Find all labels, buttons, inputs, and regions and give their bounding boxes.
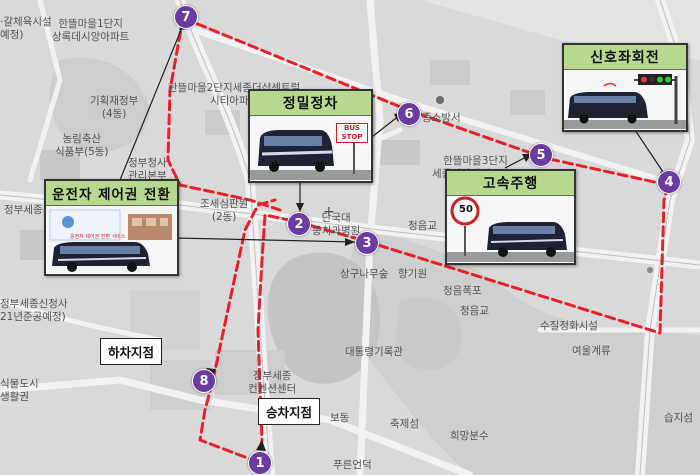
bus-stop-illustration bbox=[250, 116, 371, 180]
svg-text:+: + bbox=[323, 204, 335, 220]
route-marker-5[interactable]: 5 bbox=[529, 143, 553, 167]
place-label: 정부세종 bbox=[4, 204, 43, 216]
place-label: 정부세종신청사 21년준공예정) bbox=[0, 298, 68, 323]
high-speed-title: 고속주행 bbox=[447, 171, 574, 196]
boarding-label: 승차지점 bbox=[258, 398, 321, 425]
place-label: 식물도시 생활권 bbox=[0, 378, 39, 403]
place-label: 수질정화시설 bbox=[540, 320, 598, 332]
takeover-illustration bbox=[46, 206, 177, 273]
highway-illustration bbox=[447, 196, 574, 262]
route-marker-8[interactable]: 8 bbox=[192, 369, 216, 393]
route-marker-4[interactable]: 4 bbox=[657, 170, 681, 194]
route-marker-2[interactable]: 2 bbox=[287, 212, 311, 236]
place-label: 푸른언덕 bbox=[333, 459, 372, 471]
bus-stop-sign: BUS STOP bbox=[336, 123, 368, 143]
signal-left-turn-title: 신호좌회전 bbox=[564, 45, 686, 70]
place-label: 정부세종 컨벤션센터 bbox=[248, 370, 297, 395]
route-marker-6[interactable]: 6 bbox=[397, 102, 421, 126]
route-marker-7[interactable]: 7 bbox=[174, 5, 198, 29]
speed-limit-sign: 50 bbox=[459, 204, 473, 215]
place-label: 한뜰마을1단지 상록데시앙아파트 bbox=[52, 18, 130, 43]
place-label: 단국대 종치과병원 bbox=[312, 212, 361, 237]
place-label: 조세심판원 (2동) bbox=[200, 198, 249, 223]
driver-takeover-title: 운전자 제어권 전환 bbox=[46, 181, 177, 206]
place-label: 청음교 bbox=[408, 220, 437, 232]
place-label: 기획재정부 (4동) bbox=[90, 95, 139, 120]
takeover-caption: 운전자 제어권 전환 서비스 bbox=[70, 234, 126, 240]
place-label: 대통령기록관 bbox=[345, 346, 403, 358]
place-label: 여울계류 bbox=[572, 345, 611, 357]
place-label: 청음교 bbox=[460, 305, 489, 317]
place-label: 습지섬 bbox=[664, 412, 693, 424]
place-label: 향기원 bbox=[398, 268, 427, 280]
signal-left-turn-card: 신호좌회전 bbox=[562, 43, 688, 132]
place-label: 상구나무숲 bbox=[340, 268, 389, 280]
traffic-signal-illustration bbox=[564, 70, 686, 129]
place-label: 농림축산 식품부(5동) bbox=[55, 133, 109, 158]
place-label: 보동 bbox=[330, 412, 350, 424]
place-label: 종소방서 bbox=[422, 112, 461, 124]
route-marker-3[interactable]: 3 bbox=[355, 231, 379, 255]
place-label: 청음폭포 bbox=[443, 285, 482, 297]
precise-stop-card: 정밀정차 BUS STOP bbox=[248, 89, 373, 183]
place-label: 축제섬 bbox=[390, 418, 419, 430]
precise-stop-title: 정밀정차 bbox=[250, 91, 371, 116]
place-label: ·갈체육시설 예정) bbox=[0, 16, 52, 41]
dropoff-label: 하차지점 bbox=[100, 338, 163, 365]
high-speed-card: 고속주행 50 bbox=[445, 169, 576, 265]
driver-takeover-card: 운전자 제어권 전환 운전자 제어권 전환 서비스 bbox=[44, 179, 179, 276]
place-label: 희망분수 bbox=[450, 430, 489, 442]
route-marker-1[interactable]: 1 bbox=[248, 451, 272, 475]
